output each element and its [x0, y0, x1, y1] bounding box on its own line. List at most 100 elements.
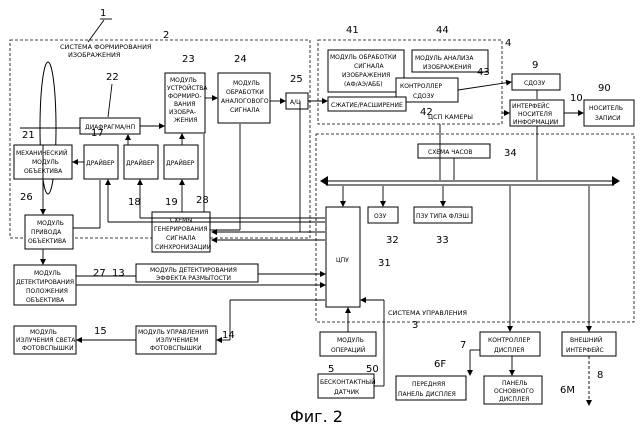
imaging-system-title-1: СИСТЕМА ФОРМИРОВАНИЯ	[60, 43, 151, 51]
flash-emit-ref: 15	[94, 326, 107, 337]
lens-mech-label-2: МОДУЛЬ	[32, 159, 59, 166]
driver-17-label: ДРАЙВЕР	[86, 160, 115, 167]
driver-19-label: ДРАЙВЕР	[166, 160, 195, 167]
blur-label-2: ЭФФЕКТА РАЗМЫТОСТИ	[156, 275, 231, 282]
ram-ref: 32	[386, 235, 399, 246]
media-if-label-3: ИНФОРМАЦИИ	[513, 119, 558, 126]
flash-emit-label-1: МОДУЛЬ	[30, 329, 57, 336]
flash-emit-label-2: ИЗЛУЧЕНИЯ СВЕТА	[16, 337, 76, 344]
imager-label-4: ВАНИЯ	[174, 101, 195, 108]
blur-ref: 13	[112, 268, 125, 279]
analog-label-3: АНАЛОГОВОГО	[221, 98, 269, 105]
sdram-label: СДОЗУ	[524, 80, 545, 87]
disp-ctrl-label-2: ДИСПЛЕЯ	[494, 347, 524, 354]
sdram-ctrl-ref: 43	[477, 67, 490, 78]
touch-label-2: ДАТЧИК	[334, 389, 360, 396]
analog-label-2: ОБРАБОТКИ	[226, 89, 264, 96]
flash-rom-ref: 33	[436, 235, 449, 246]
flash-rom-label: ПЗУ ТИПА ФЛЭШ	[416, 213, 469, 220]
adc-label: А/Ц	[290, 99, 301, 106]
imager-label-1: МОДУЛЬ	[170, 77, 197, 84]
dsp-ref: 4	[505, 38, 511, 49]
figure-caption: Фиг. 2	[290, 407, 343, 426]
analog-label-1: МОДУЛЬ	[233, 80, 260, 87]
imager-ref: 23	[182, 54, 195, 65]
media-label-1: НОСИТЕЛЬ	[589, 105, 623, 112]
ops-label-1: МОДУЛЬ	[337, 337, 364, 344]
sdram-ref: 9	[532, 60, 538, 71]
disp-ctrl-ref: 7	[460, 340, 466, 351]
analog-label-4: СИГНАЛА	[230, 107, 260, 114]
front-panel-ref: 6F	[434, 359, 446, 370]
main-panel-label-3: ДИСПЛЕЯ	[499, 396, 529, 403]
compress-label: СЖАТИЕ/РАСШИРЕНИЕ	[331, 102, 403, 109]
media-if-ref: 10	[570, 93, 583, 104]
flash-ctrl-ref: 14	[222, 330, 235, 341]
driver-18-ref: 18	[128, 197, 141, 208]
sig-proc-label-1: МОДУЛЬ ОБРАБОТКИ	[330, 54, 397, 61]
driver-17-ref: 17	[91, 128, 104, 139]
flash-emit-label-3: ФОТОВСПЫШКИ	[22, 345, 74, 352]
ext-if-label-2: ИНТЕРФЕЙС	[566, 347, 604, 354]
ram-label: ОЗУ	[374, 213, 387, 220]
lens-drive-label-3: ОБЪЕКТИВА	[28, 238, 67, 245]
control-system-title: СИСТЕМА УПРАВЛЕНИЯ	[388, 309, 467, 317]
analysis-label-1: МОДУЛЬ АНАЛИЗА	[415, 55, 474, 62]
lens-pos-label-4: ОБЪЕКТИВА	[26, 297, 65, 304]
disp-ctrl-label-1: КОНТРОЛЛЕР	[488, 337, 530, 344]
sync-label-3: СИГНАЛА	[166, 235, 196, 242]
clock-label: СХЕМА ЧАСОВ	[428, 149, 473, 156]
driver-19-ref: 19	[165, 197, 178, 208]
clock-ref: 34	[504, 148, 517, 159]
sync-label-4: СИНХРОНИЗАЦИИ	[155, 244, 211, 251]
compress-ref: 42	[420, 107, 433, 118]
imaging-system-ref: 2	[163, 30, 169, 41]
imager-label-6: ЖЕНИЯ	[174, 117, 197, 124]
control-system-ref: 3	[412, 320, 418, 331]
lens-drive-label-1: МОДУЛЬ	[37, 220, 64, 227]
imager-label-2: УСТРОЙСТВА	[167, 85, 208, 92]
main-panel-ref: 6M	[560, 385, 575, 396]
media-if-label-2: НОСИТЕЛЯ	[518, 111, 552, 118]
lens-mech-label-1: МЕХАНИЧЕСКИЙ	[16, 150, 68, 157]
lens-mech-ref: 21	[22, 130, 35, 141]
sig-proc-label-3: ИЗОБРАЖЕНИЯ	[342, 72, 390, 79]
front-panel-label-1: ПЕРЕДНЯЯ	[412, 381, 445, 388]
sync-label-2: ГЕНЕРИРОВАНИЯ	[154, 226, 208, 233]
flash-ctrl-label-1: МОДУЛЬ УПРАВЛЕНИЯ	[138, 329, 208, 336]
sync-ref: 28	[196, 195, 209, 206]
sdram-ctrl-label-2: СДОЗУ	[413, 93, 434, 100]
cpu-label: ЦПУ	[336, 257, 349, 264]
lens-pos-ref: 27	[93, 268, 106, 279]
adc-ref: 25	[290, 74, 303, 85]
ops-label-2: ОПЕРАЦИЙ	[331, 347, 365, 354]
sig-proc-ref: 41	[346, 25, 359, 36]
cpu-ref: 31	[378, 258, 391, 269]
sig-proc-label-4: (АФ/АЭ/АББ)	[344, 81, 383, 88]
flash-ctrl-label-3: ФОТОВСПЫШКИ	[150, 345, 202, 352]
front-panel-label-2: ПАНЕЛЬ ДИСПЛЕЯ	[398, 391, 456, 398]
analysis-label-2: ИЗОБРАЖЕНИЯ	[423, 64, 471, 71]
analog-ref: 24	[234, 54, 247, 65]
sdram-ctrl-label-1: КОНТРОЛЛЕР	[400, 83, 442, 90]
touch-ref: 50	[366, 364, 379, 375]
flash-ctrl-label-2: ИЗЛУЧЕНИЕМ	[156, 337, 198, 344]
lens-drive-ref: 26	[20, 192, 33, 203]
blur-label-1: МОДУЛЬ ДЕТЕКТИРОВАНИЯ	[150, 267, 237, 274]
dsp-title: ЦСП КАМЕРЫ	[428, 113, 473, 121]
analysis-ref: 44	[436, 25, 449, 36]
media-block	[584, 100, 634, 126]
figure-label: 1	[100, 8, 106, 19]
ext-if-label-1: ВНЕШНИЙ	[570, 337, 602, 344]
sig-proc-label-2: СИГНАЛА	[354, 63, 384, 70]
main-panel-label-1: ПАНЕЛЬ	[502, 380, 528, 387]
driver-18-label: ДРАЙВЕР	[126, 160, 155, 167]
imager-label-5: ИЗОБРА-	[169, 109, 196, 116]
ext-if-ref: 8	[597, 370, 603, 381]
lens-mech-label-3: ОБЪЕКТИВА	[24, 168, 63, 175]
touch-label-1: БЕСКОНТАКТНЫЙ	[320, 379, 376, 386]
media-if-label-1: ИНТЕРФЕЙС	[512, 103, 550, 110]
lens-pos-label-1: МОДУЛЬ	[34, 270, 61, 277]
lens-drive-label-2: ПРИВОДА	[31, 229, 62, 236]
